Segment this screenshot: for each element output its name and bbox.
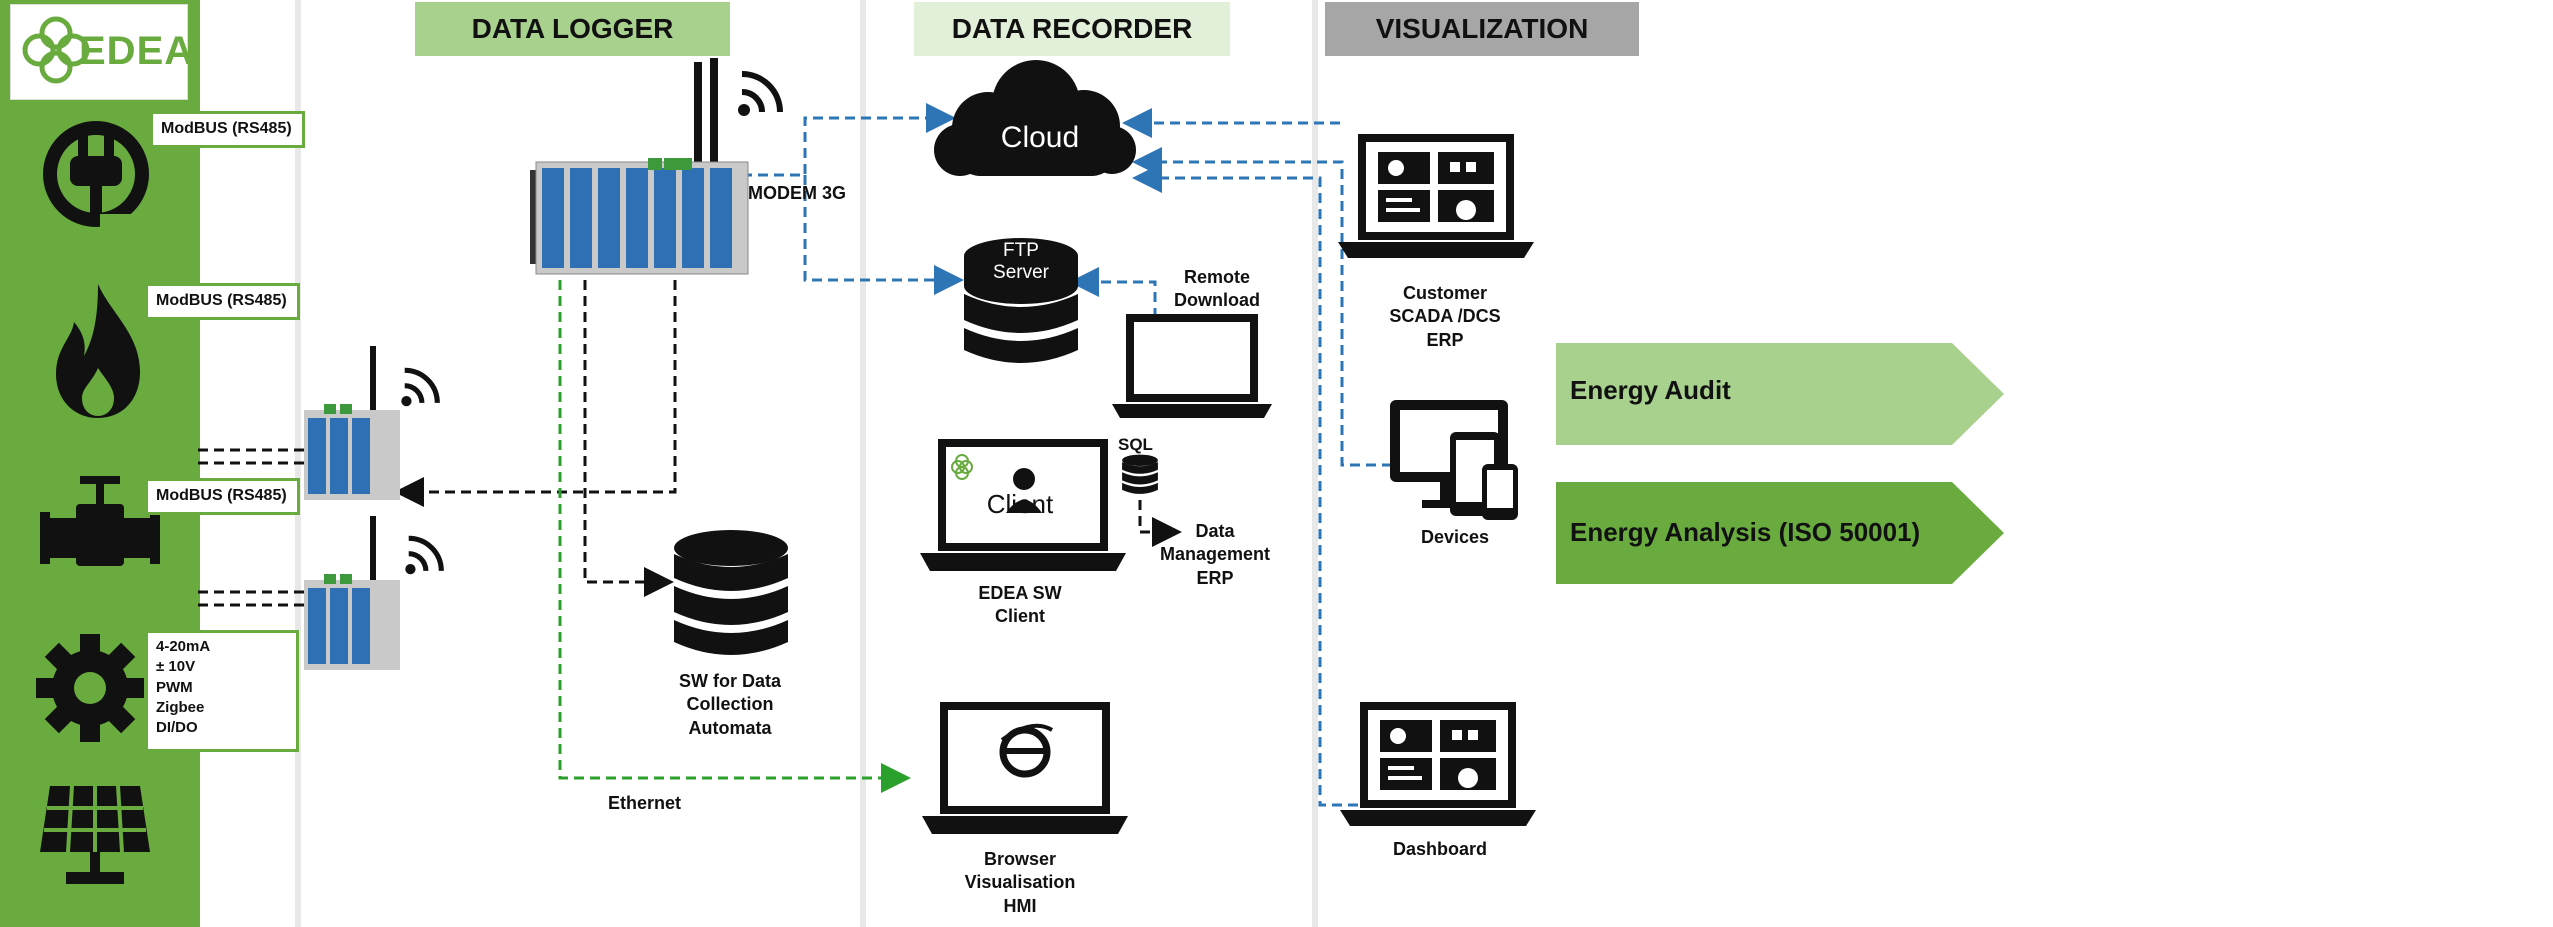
cloud-icon (934, 60, 1136, 176)
header-visualization: VISUALIZATION (1325, 2, 1639, 56)
wifi-icon (738, 71, 783, 116)
small-logger-unit (304, 346, 400, 500)
modem-to-sw-link (583, 280, 674, 597)
protocol-label-plug: ModBUS (RS485) (150, 111, 305, 148)
customer-laptop-icon (1338, 134, 1534, 258)
valve-icon (40, 476, 160, 566)
client-laptop-icon (920, 439, 1126, 571)
energy-audit-chevron (1556, 343, 2004, 445)
ethernet-label: Ethernet (608, 793, 682, 813)
dashboard-to-cloud-link (1132, 163, 1358, 807)
modem-label: MODEM 3G (748, 183, 847, 203)
column-divider (860, 0, 866, 927)
protocol-label-flame: ModBUS (RS485) (145, 283, 300, 320)
database-icon (674, 530, 788, 655)
dashboard-label: Dashboard (1392, 839, 1488, 859)
browser-laptop-icon (922, 702, 1128, 834)
small-logger-unit (304, 516, 400, 670)
sql-to-data-mgmt-link (1138, 500, 1182, 547)
laptop-icon (1112, 314, 1272, 418)
edea-client-label: EDEA SW Client (978, 583, 1062, 627)
client-screen-label: Client (986, 489, 1054, 519)
data-management-label: Data Management ERP (1159, 521, 1271, 588)
logo: EDEA (10, 4, 193, 100)
logo-text: EDEA (79, 29, 195, 73)
energy-analysis-label: Energy Analysis (ISO 50001) (1570, 517, 1921, 547)
logo-mark (22, 16, 90, 84)
devices-icon (1390, 400, 1518, 520)
cloud-label: Cloud (1000, 121, 1080, 154)
header-data-logger: DATA LOGGER (415, 2, 730, 56)
energy-analysis-chevron (1556, 482, 2004, 584)
plug-icon (43, 121, 149, 228)
modem-3g-unit (530, 58, 749, 275)
browser-label: Browser Visualisation HMI (964, 849, 1076, 916)
header-data-recorder: DATA RECORDER (914, 2, 1230, 56)
flame-icon (56, 284, 140, 418)
devices-to-cloud-link (1132, 147, 1392, 467)
column-divider (1312, 0, 1318, 927)
download-to-ftp-link (1069, 267, 1157, 318)
wifi-icon (405, 535, 444, 575)
energy-audit-label: Energy Audit (1570, 375, 1731, 405)
gear-icon (36, 634, 144, 742)
modem-to-cloud-link (742, 103, 956, 177)
ftp-label: FTP Server (993, 240, 1049, 283)
sql-database-icon (1122, 454, 1158, 494)
solar-panel-icon (40, 785, 150, 884)
dashboard-laptop-icon (1340, 702, 1536, 826)
sidebar (0, 0, 200, 927)
devices-label: Devices (1420, 527, 1490, 547)
sql-label: SQL (1118, 435, 1153, 454)
protocol-label-valve: ModBUS (RS485) (145, 478, 300, 515)
sw-collection-label: SW for Data Collection Automata (678, 671, 781, 738)
ftp-server-icon (964, 238, 1078, 363)
modem-to-ftp-link (803, 175, 964, 295)
customer-label: Customer SCADA /DCS ERP (1389, 283, 1501, 350)
wifi-icon (401, 367, 440, 407)
ethernet-link (558, 280, 911, 793)
modem-to-logger-link (394, 280, 677, 507)
protocol-label-analog: 4-20mA ± 10V PWM Zigbee DI/DO (145, 630, 299, 752)
remote-download-label: Remote Download (1174, 267, 1260, 311)
